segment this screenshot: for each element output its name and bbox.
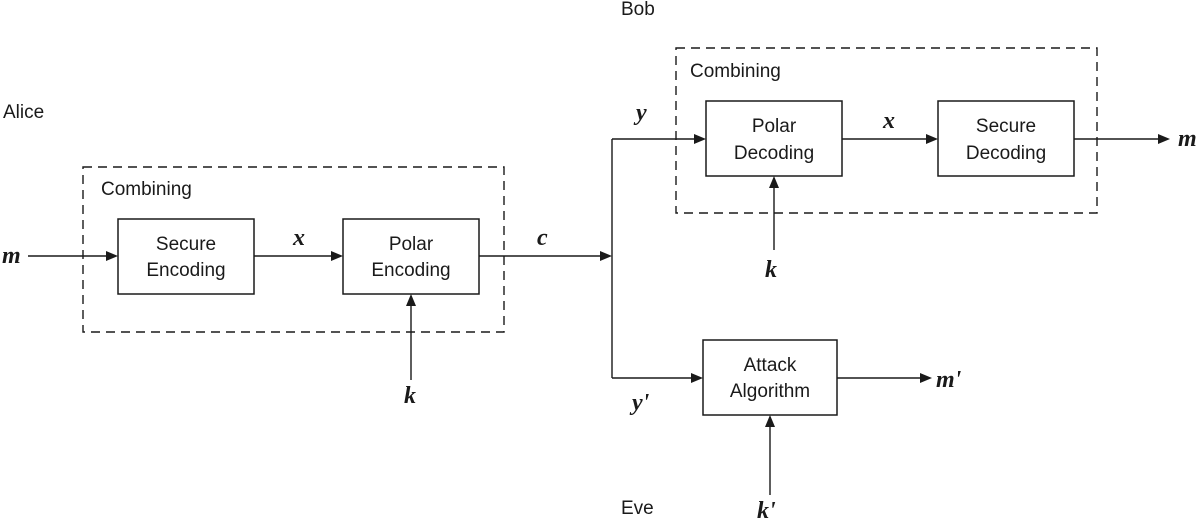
attack-algorithm-line1: Attack	[744, 355, 797, 376]
bob-combining-group	[675, 47, 1098, 214]
secure-decoding-block: Secure Decoding	[937, 100, 1075, 177]
attack-algorithm-block: Attack Algorithm	[702, 339, 838, 416]
polar-decoding-line1: Polar	[752, 116, 797, 137]
signal-k-prime: k'	[757, 498, 776, 522]
signal-m-output: m	[1178, 126, 1197, 152]
signal-k-bob: k	[765, 257, 777, 283]
arrow-secure-to-polar-encoding	[254, 251, 343, 261]
signal-x-bob: x	[882, 108, 895, 134]
arrow-k-prime-to-attack	[765, 415, 775, 495]
signal-m-prime: m'	[936, 367, 962, 393]
secure-decoding-line1: Secure	[976, 116, 1036, 137]
attack-algorithm-line2: Algorithm	[730, 381, 810, 402]
arrow-c-to-channel	[479, 251, 612, 261]
signal-m-input: m	[2, 243, 21, 269]
alice-combining-label: Combining	[101, 179, 192, 200]
arrow-secure-decoding-to-m	[1074, 134, 1170, 144]
signal-x-alice: x	[292, 225, 305, 251]
secure-encoding-line2: Encoding	[146, 260, 225, 281]
arrow-k-to-polar-decoding	[769, 176, 779, 250]
signal-k-alice: k	[404, 383, 416, 409]
alice-combining-group	[82, 166, 505, 333]
signal-y: y	[633, 100, 647, 126]
polar-decoding-block: Polar Decoding	[705, 100, 843, 177]
arrow-m-to-secure-encoding	[28, 251, 118, 261]
polar-encoding-line2: Encoding	[371, 260, 450, 281]
arrow-y-prime-to-attack	[612, 373, 703, 383]
bob-combining-label: Combining	[690, 61, 781, 82]
arrow-attack-to-m-prime	[837, 373, 932, 383]
signal-y-prime: y'	[629, 390, 650, 416]
polar-encoding-block: Polar Encoding	[342, 218, 480, 295]
arrow-polar-to-secure-decoding	[842, 134, 938, 144]
arrow-y-to-polar-decoding	[612, 134, 706, 144]
alice-label: Alice	[3, 102, 44, 123]
secure-decoding-line2: Decoding	[966, 143, 1046, 164]
eve-label: Eve	[621, 498, 654, 519]
arrow-k-to-polar-encoding	[406, 294, 416, 380]
polar-decoding-line2: Decoding	[734, 143, 814, 164]
polar-encoding-line1: Polar	[389, 234, 434, 255]
signal-c: c	[537, 225, 548, 251]
secure-encoding-block: Secure Encoding	[117, 218, 255, 295]
bob-label: Bob	[621, 0, 655, 20]
secure-encoding-line1: Secure	[156, 234, 216, 255]
